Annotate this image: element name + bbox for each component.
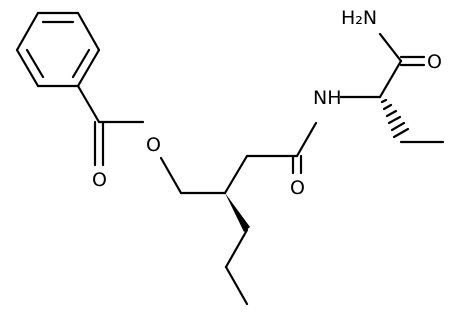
hash-bond xyxy=(387,115,402,125)
hash-bond xyxy=(382,103,393,111)
benzene-ring xyxy=(15,11,101,88)
bond xyxy=(159,156,183,195)
atom-label-carbonyl-o: O xyxy=(92,169,107,191)
bond xyxy=(378,59,403,99)
bond xyxy=(224,265,249,306)
aminobutanamide-group xyxy=(336,32,445,144)
ester-group xyxy=(76,84,183,195)
atom-labels: H₂N O NH O O O xyxy=(91,5,442,199)
propyl-chain xyxy=(224,193,250,306)
bond xyxy=(295,121,318,158)
hash-bond xyxy=(385,109,398,118)
bond xyxy=(223,154,249,195)
bond xyxy=(71,48,91,79)
hash-bond xyxy=(390,121,406,132)
wedge-bond xyxy=(225,193,250,232)
bond xyxy=(76,11,101,52)
atom-label-nh: NH xyxy=(313,87,342,109)
atom-label-amide-n: H₂N xyxy=(341,7,377,29)
bond xyxy=(378,32,403,63)
atom-label-amide-o: O xyxy=(427,51,442,73)
bond xyxy=(15,48,40,88)
atom-label-amide2-o: O xyxy=(290,177,305,199)
bond xyxy=(15,11,40,52)
bond xyxy=(224,228,249,269)
bond xyxy=(76,84,101,124)
bond xyxy=(76,48,101,88)
backbone-chain xyxy=(179,121,318,195)
bond xyxy=(25,48,45,79)
hash-bond xyxy=(380,98,388,104)
atom-label-ester-o: O xyxy=(146,134,161,156)
hash-bond xyxy=(392,127,410,139)
